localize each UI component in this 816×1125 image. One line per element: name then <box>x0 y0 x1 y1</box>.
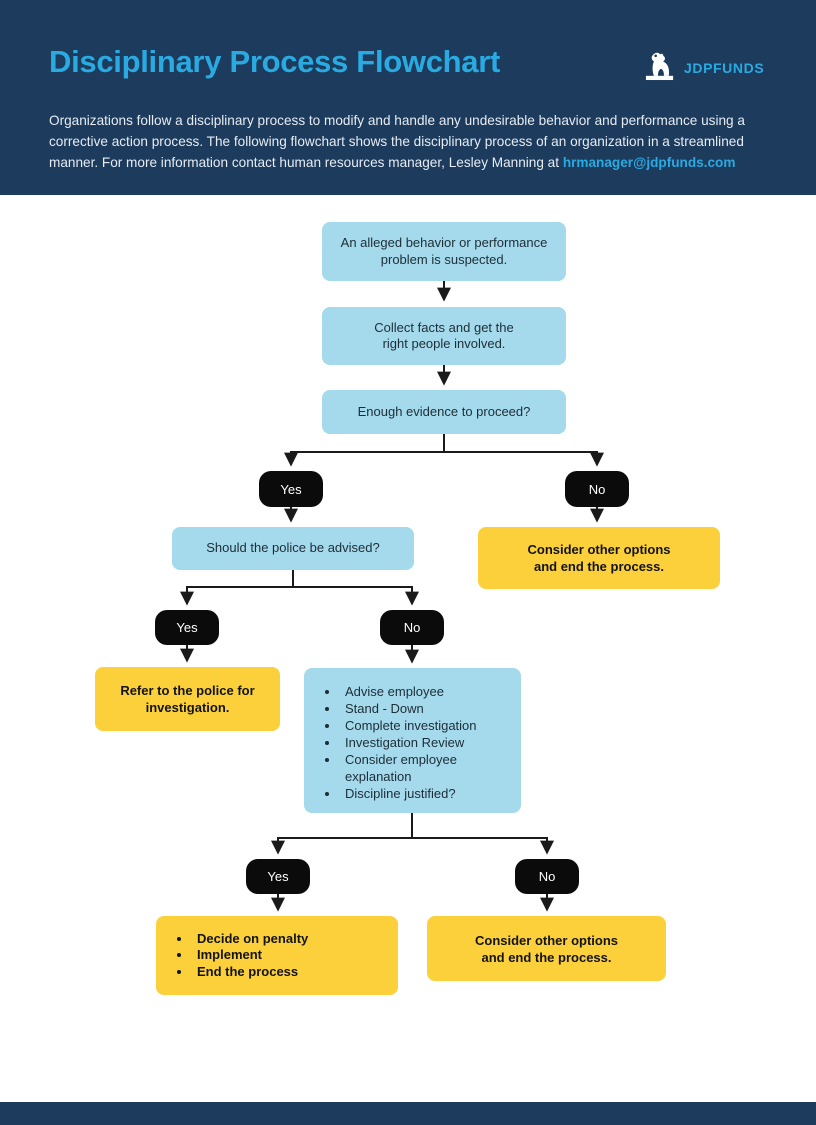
header-description: Organizations follow a disciplinary proc… <box>49 110 749 173</box>
logo-brand-text: JDPFUNDS <box>684 60 765 76</box>
node-consider-options-2: Consider other options and end the proce… <box>427 916 666 981</box>
node-consider-options-1: Consider other options and end the proce… <box>478 527 720 589</box>
decision-no-1: No <box>565 471 629 507</box>
node-text: Collect facts and get the right people i… <box>374 319 514 352</box>
investigation-steps-list: Advise employeeStand - DownComplete inve… <box>318 683 510 802</box>
description-text: Organizations follow a disciplinary proc… <box>49 112 745 170</box>
node-text: Enough evidence to proceed? <box>357 403 531 419</box>
contact-email-link[interactable]: hrmanager@jdpfunds.com <box>562 154 736 170</box>
footer-bar <box>0 1102 816 1125</box>
node-text: An alleged behavior or performance probl… <box>340 235 548 267</box>
node-text: Should the police be advised? <box>206 540 380 556</box>
list-item: Decide on penalty <box>192 931 308 948</box>
logo: JDPFUNDS <box>645 49 764 87</box>
node-problem-suspected: An alleged behavior or performance probl… <box>322 222 566 281</box>
node-text: Refer to the police for investigation. <box>120 683 255 715</box>
node-text: Consider other options and end the proce… <box>475 932 618 965</box>
node-refer-police: Refer to the police for investigation. <box>95 667 280 731</box>
decision-no-3: No <box>515 859 579 894</box>
decision-yes-3: Yes <box>246 859 310 894</box>
list-item: Advise employee <box>340 683 510 700</box>
node-penalty-steps: Decide on penaltyImplementEnd the proces… <box>156 916 398 995</box>
list-item: Implement <box>192 947 308 964</box>
node-investigation-steps: Advise employeeStand - DownComplete inve… <box>304 668 521 813</box>
penalty-steps-list: Decide on penaltyImplementEnd the proces… <box>170 931 308 981</box>
page-title: Disciplinary Process Flowchart <box>49 44 501 79</box>
decision-yes-1: Yes <box>259 471 323 507</box>
list-item: Consider employee explanation <box>340 751 510 785</box>
node-enough-evidence: Enough evidence to proceed? <box>322 390 566 434</box>
list-item: Discipline justified? <box>340 785 510 802</box>
gorilla-statue-icon <box>645 49 675 87</box>
list-item: Stand - Down <box>340 700 510 717</box>
list-item: Investigation Review <box>340 734 510 751</box>
list-item: Complete investigation <box>340 717 510 734</box>
node-text: Consider other options and end the proce… <box>527 542 671 574</box>
decision-yes-2: Yes <box>155 610 219 645</box>
decision-no-2: No <box>380 610 444 645</box>
list-item: End the process <box>192 964 308 981</box>
header: Disciplinary Process Flowchart JDPFUNDS … <box>0 0 816 195</box>
node-collect-facts: Collect facts and get the right people i… <box>322 307 566 365</box>
node-police-advised: Should the police be advised? <box>172 527 414 570</box>
